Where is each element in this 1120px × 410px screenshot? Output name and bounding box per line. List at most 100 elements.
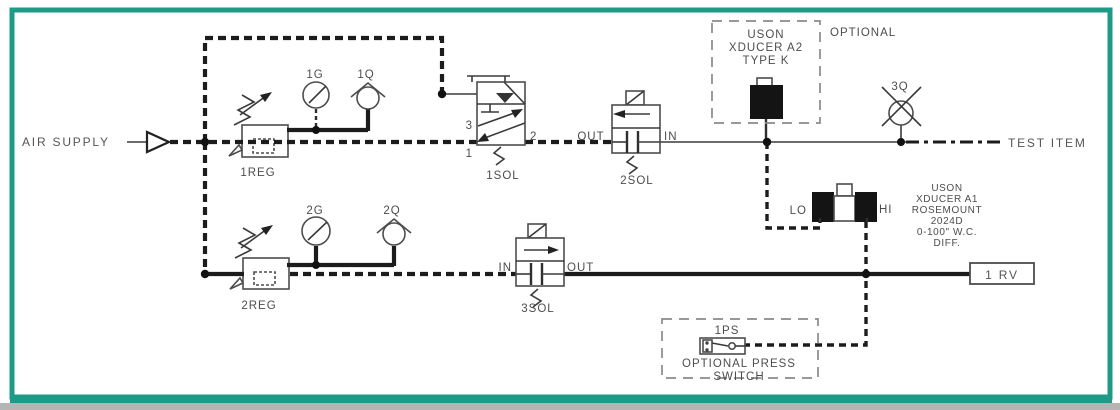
valve-3sol — [515, 223, 565, 308]
gauge-needle — [308, 85, 327, 104]
qc-roof-icon — [350, 81, 386, 98]
reg2-label: 2REG — [241, 300, 276, 312]
a2-line1: USON — [747, 29, 784, 41]
qc-3q-icon — [888, 100, 914, 126]
optional-dashed-box — [661, 318, 819, 379]
switch-pivot — [705, 341, 709, 345]
sol2-label: 2SOL — [620, 175, 653, 187]
spring-icon — [625, 155, 639, 175]
junction-dot — [437, 89, 447, 99]
switch-lever — [711, 342, 729, 347]
sol1-label: 1SOL — [486, 170, 519, 182]
transducer-center — [833, 195, 856, 222]
coil-diagonal — [625, 90, 645, 106]
quick-connect-2q — [376, 217, 412, 246]
flow-arrowhead — [548, 246, 559, 254]
air-supply-label: AIR SUPPLY — [22, 135, 110, 149]
pipe-lo-sense — [765, 142, 822, 230]
junction-dot — [200, 269, 210, 279]
adjust-arrow-line — [239, 95, 267, 116]
a2-line2: XDUCER A2 — [729, 42, 803, 54]
cross-line — [881, 86, 922, 127]
vent-arrow-icon — [228, 143, 244, 157]
ps-line2-label: SWITCH — [713, 371, 764, 383]
a1-line4: 2024D — [931, 216, 963, 227]
reg1-label: 1REG — [240, 167, 275, 179]
junction-dot — [312, 261, 320, 269]
spring-icon — [233, 94, 256, 126]
supply-arrow-icon — [145, 130, 172, 154]
gauge-1g — [302, 81, 330, 109]
gauge-2g — [301, 216, 331, 246]
sol2-out-label: OUT — [577, 131, 604, 143]
transducer-a1 — [812, 183, 877, 222]
pressure-switch-1ps — [661, 318, 819, 379]
pipe-pilot-loop — [202, 35, 445, 142]
spring-icon — [529, 288, 543, 308]
transducer-hi-cell — [855, 192, 877, 222]
pilot-triangle-icon — [496, 93, 514, 103]
sol1-port3-label: 3 — [466, 120, 473, 132]
hi-label: HI — [879, 204, 893, 216]
gauge-1g-label: 1G — [306, 69, 323, 81]
qc-2q-icon — [382, 222, 406, 246]
a1-line1: USON — [931, 183, 962, 194]
gauge-3q-label: 3Q — [891, 81, 908, 93]
gauge-2q-label: 2Q — [383, 205, 400, 217]
solenoid-diagonal — [503, 81, 526, 105]
flow-arrowhead — [477, 133, 489, 142]
gauge-2g-label: 2G — [306, 205, 323, 217]
sol1-port1-label: 1 — [466, 148, 473, 160]
a1-line2: XDUCER A1 — [916, 194, 978, 205]
quick-connect-1q — [350, 81, 386, 110]
gauge-1q-label: 1Q — [357, 69, 374, 81]
spring-icon — [234, 227, 257, 259]
vent-arrow-icon — [229, 276, 245, 290]
sol1-port2-label: 2 — [530, 131, 537, 143]
optional-dashed-box — [711, 20, 821, 124]
pipe-hi-sense — [745, 221, 868, 347]
optional-label: OPTIONAL — [830, 27, 896, 39]
adjust-arrow-line — [240, 228, 268, 249]
diagram-labels: AIR SUPPLY TEST ITEM 1REG 1G 1Q 3 2 1 1S… — [22, 27, 1087, 383]
junction-dot — [897, 138, 905, 146]
sol3-in-label: IN — [499, 262, 513, 274]
ps-line1-label: OPTIONAL PRESS — [682, 358, 796, 370]
transducer-tab — [756, 77, 773, 87]
rv-label: 1 RV — [985, 268, 1019, 282]
test-item-label: TEST ITEM — [1008, 136, 1087, 150]
air-supply-source — [145, 130, 172, 154]
quick-connect-3q — [881, 86, 922, 127]
pipe-gauge-bottom — [287, 246, 397, 268]
regulator-body — [242, 257, 290, 290]
valve-1sol — [467, 75, 526, 166]
flow-arrowhead — [613, 110, 625, 118]
regulator-inner — [253, 271, 276, 286]
ps-label: 1PS — [715, 325, 740, 337]
sol2-in-label: IN — [664, 131, 678, 143]
page-frame — [0, 7, 1120, 410]
flow-path — [481, 122, 526, 140]
frame-bottom-edge — [10, 395, 1112, 403]
switch-bellows — [702, 339, 713, 353]
transducer-a2 — [711, 20, 821, 124]
junction-dot — [762, 137, 772, 147]
regulator-2reg — [229, 225, 290, 290]
flow-arrowhead — [511, 109, 523, 118]
qc-1q-icon — [356, 86, 380, 110]
valve-body — [515, 237, 565, 287]
junction-dot — [861, 269, 871, 279]
a1-line6: DIFF. — [934, 238, 961, 249]
gauge-2g-icon — [301, 216, 331, 246]
regulator-1reg — [228, 92, 289, 158]
junction-dot — [312, 126, 320, 134]
sol3-out-label: OUT — [567, 262, 594, 274]
coil-diagonal — [527, 223, 547, 239]
rv-box — [969, 262, 1035, 285]
a2-line3: TYPE K — [743, 55, 790, 67]
flow-path — [477, 111, 518, 127]
piping — [127, 35, 1002, 347]
transducer-a2-icon — [750, 85, 783, 119]
